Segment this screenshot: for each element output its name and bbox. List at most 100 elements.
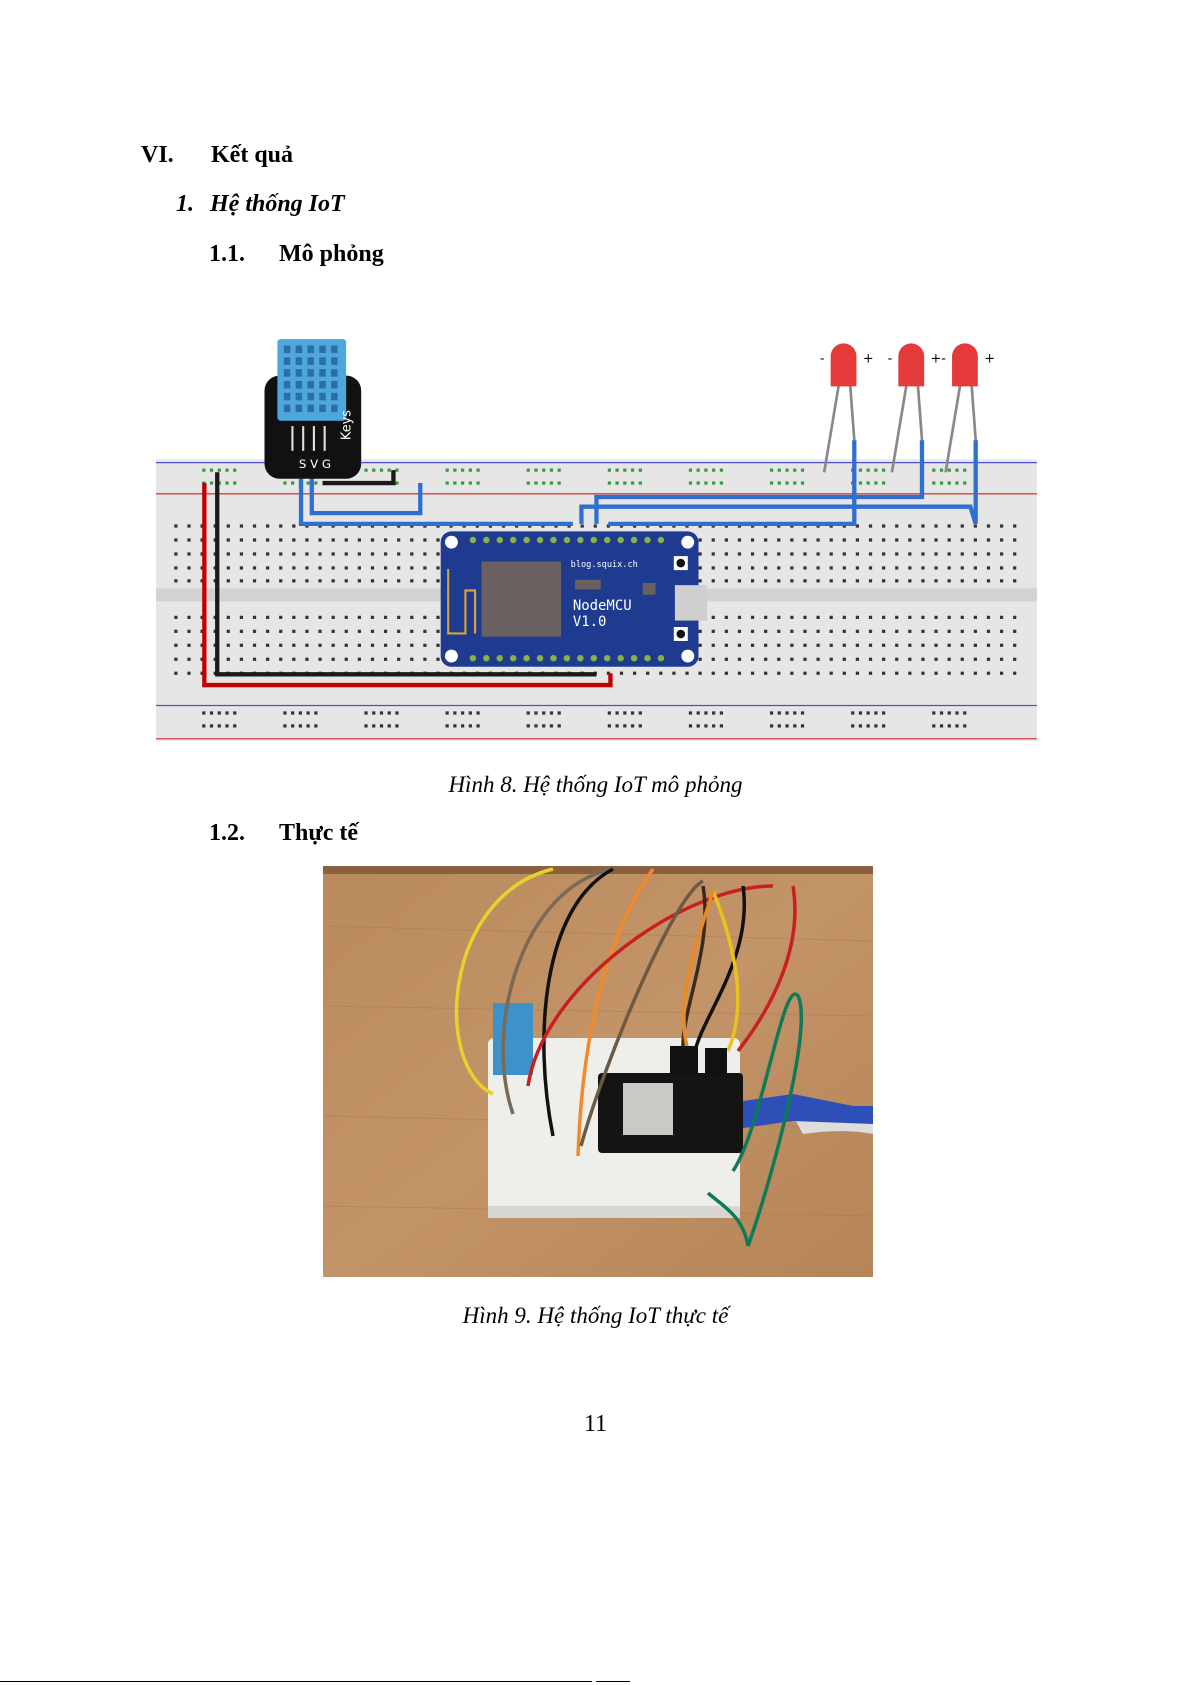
hole xyxy=(948,711,951,714)
sensor-vent xyxy=(319,405,325,413)
sensor-vent xyxy=(319,346,325,354)
hole xyxy=(803,630,806,633)
hole xyxy=(210,711,213,714)
hole xyxy=(332,616,335,619)
hole xyxy=(856,538,859,541)
hole xyxy=(253,579,256,582)
hole xyxy=(725,658,728,661)
hole xyxy=(210,724,213,727)
hole xyxy=(699,552,702,555)
hole xyxy=(410,566,413,569)
sensor-vent xyxy=(331,381,337,389)
hole xyxy=(921,538,924,541)
hole xyxy=(963,469,966,472)
hole xyxy=(921,644,924,647)
subsubsection-number-2: 1.2. xyxy=(209,820,245,847)
hole xyxy=(388,469,391,472)
hole xyxy=(318,644,321,647)
hole xyxy=(987,552,990,555)
hole xyxy=(751,538,754,541)
hole xyxy=(423,616,426,619)
hole xyxy=(307,481,310,484)
hole xyxy=(948,469,951,472)
hole xyxy=(1000,524,1003,527)
hole xyxy=(987,658,990,661)
hole xyxy=(469,711,472,714)
sensor-vent xyxy=(296,369,302,377)
hole xyxy=(738,672,741,675)
hole xyxy=(704,481,707,484)
hole xyxy=(948,644,951,647)
hole xyxy=(305,538,308,541)
hole xyxy=(712,552,715,555)
board-pin xyxy=(591,655,597,661)
hole xyxy=(423,538,426,541)
hole xyxy=(187,658,190,661)
hole xyxy=(240,552,243,555)
sensor-vent xyxy=(319,357,325,365)
hole xyxy=(292,579,295,582)
board-pin xyxy=(658,655,664,661)
led-plus-label: + xyxy=(984,352,995,367)
hole xyxy=(615,711,618,714)
led xyxy=(952,343,978,386)
hole xyxy=(279,644,282,647)
hole xyxy=(253,538,256,541)
hole xyxy=(397,644,400,647)
hole xyxy=(332,566,335,569)
hole xyxy=(558,711,561,714)
hole xyxy=(816,616,819,619)
section-title: Kết quả xyxy=(211,142,293,169)
hole xyxy=(816,538,819,541)
sensor-vent xyxy=(296,346,302,354)
hole xyxy=(908,658,911,661)
hole xyxy=(932,481,935,484)
hole xyxy=(453,469,456,472)
hole xyxy=(859,481,862,484)
hole xyxy=(388,724,391,727)
hole xyxy=(266,616,269,619)
hole xyxy=(364,711,367,714)
hole xyxy=(764,579,767,582)
hole xyxy=(639,724,642,727)
hole xyxy=(534,481,537,484)
hole xyxy=(461,481,464,484)
hole xyxy=(279,538,282,541)
hole xyxy=(856,672,859,675)
sensor-vent xyxy=(296,405,302,413)
hole xyxy=(380,711,383,714)
hole xyxy=(874,711,877,714)
hole xyxy=(279,630,282,633)
hole xyxy=(1000,616,1003,619)
hole xyxy=(974,644,977,647)
hole xyxy=(738,616,741,619)
hole xyxy=(332,658,335,661)
board-pin xyxy=(604,655,610,661)
figure-9-caption: Hình 9. Hệ thống IoT thực tế xyxy=(0,1303,1191,1329)
hole xyxy=(895,538,898,541)
hole xyxy=(283,724,286,727)
hole xyxy=(895,630,898,633)
hole xyxy=(187,630,190,633)
hole xyxy=(895,579,898,582)
hole xyxy=(785,724,788,727)
hole xyxy=(380,469,383,472)
led-plus-label: + xyxy=(931,352,942,367)
hole xyxy=(921,630,924,633)
hole xyxy=(534,469,537,472)
hole xyxy=(436,566,439,569)
hole xyxy=(446,711,449,714)
hole xyxy=(704,711,707,714)
sensor-vent xyxy=(307,369,313,377)
hole xyxy=(830,579,833,582)
hole xyxy=(410,616,413,619)
hole xyxy=(882,711,885,714)
hole xyxy=(895,658,898,661)
hole xyxy=(764,630,767,633)
hole xyxy=(778,724,781,727)
hole xyxy=(266,566,269,569)
hole xyxy=(187,672,190,675)
hole xyxy=(712,481,715,484)
board-pin xyxy=(564,655,570,661)
hole xyxy=(801,469,804,472)
